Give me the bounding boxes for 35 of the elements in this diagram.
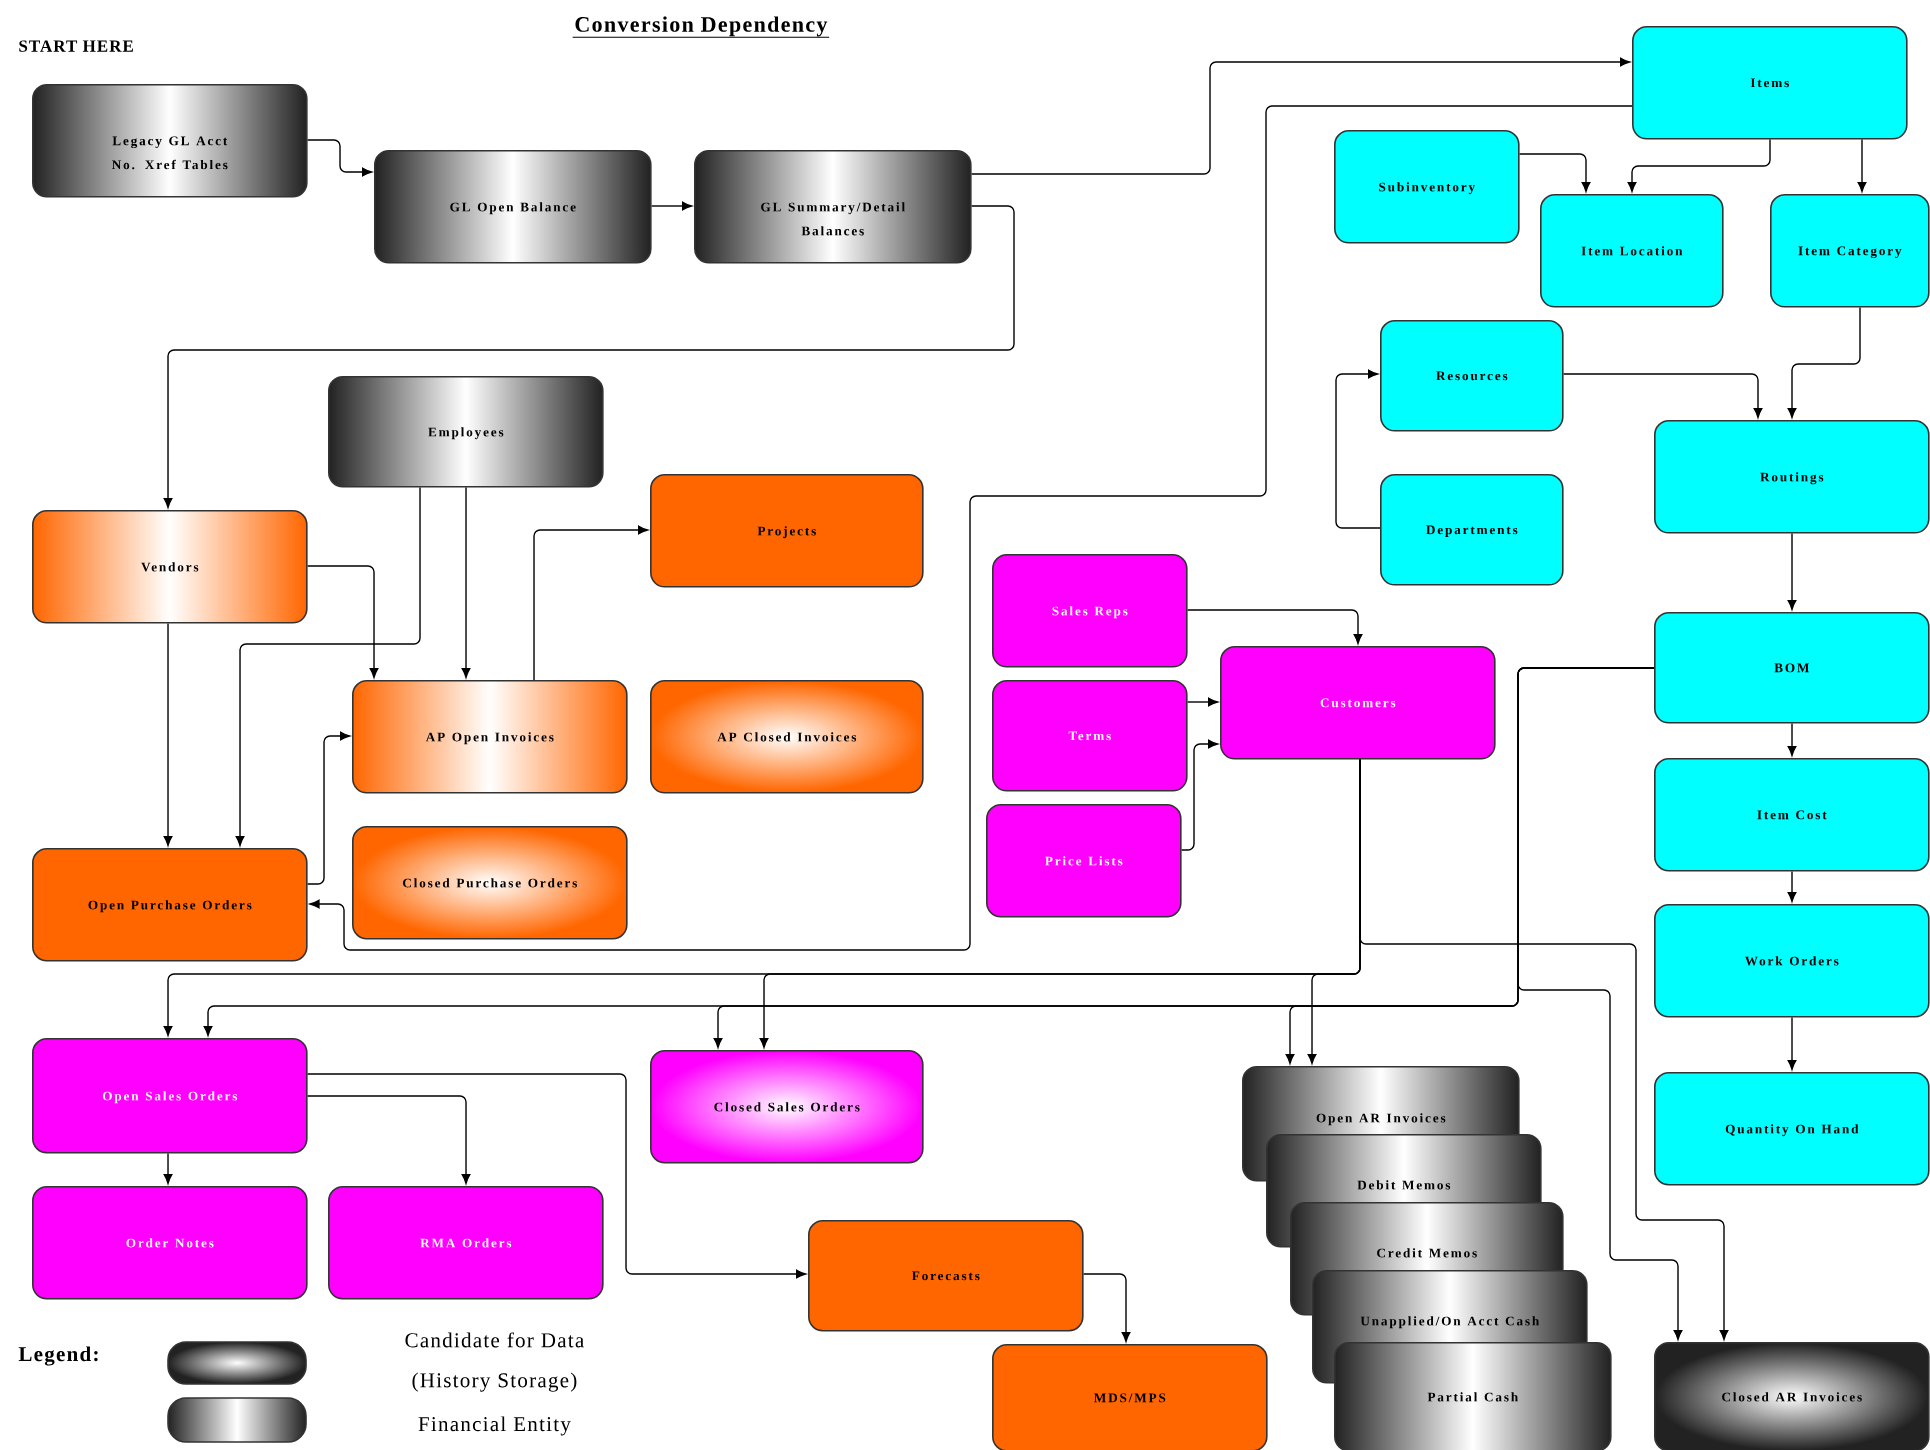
arrow bbox=[1787, 306, 1861, 419]
arrow bbox=[1335, 369, 1381, 529]
arrow bbox=[533, 525, 649, 681]
arrow bbox=[163, 205, 1015, 509]
arrow bbox=[306, 565, 379, 679]
start-note: START HERE bbox=[19, 40, 133, 52]
arrow bbox=[1082, 1273, 1131, 1343]
arrow bbox=[1562, 373, 1763, 419]
arrow bbox=[306, 1073, 807, 1279]
arrow bbox=[1787, 1016, 1797, 1071]
arrow bbox=[1787, 722, 1797, 757]
arrow bbox=[1359, 758, 1729, 1341]
arrow bbox=[235, 486, 421, 847]
title: Conversion Dependency bbox=[572, 16, 830, 38]
arrow bbox=[163, 1152, 173, 1185]
arrow bbox=[1787, 532, 1797, 611]
arrow bbox=[306, 731, 351, 885]
arrow bbox=[1518, 153, 1591, 193]
arrow bbox=[306, 139, 373, 177]
legend-text: Candidate for Data (History Storage) bbox=[405, 1332, 584, 1392]
arrow bbox=[1186, 697, 1219, 707]
legend-heading: Legend: bbox=[18, 1346, 98, 1366]
arrow bbox=[1180, 739, 1219, 851]
arrow bbox=[1517, 667, 1683, 1341]
arrow bbox=[163, 622, 173, 847]
arrow bbox=[650, 201, 693, 211]
arrow bbox=[970, 57, 1631, 175]
arrow bbox=[1787, 870, 1797, 903]
arrow bbox=[1857, 138, 1867, 193]
arrow bbox=[306, 1095, 471, 1185]
legend-text: Financial Entity bbox=[418, 1416, 571, 1436]
arrow bbox=[1186, 609, 1363, 645]
arrow bbox=[461, 486, 471, 679]
arrow bbox=[309, 105, 1633, 951]
arrow bbox=[1627, 138, 1771, 193]
